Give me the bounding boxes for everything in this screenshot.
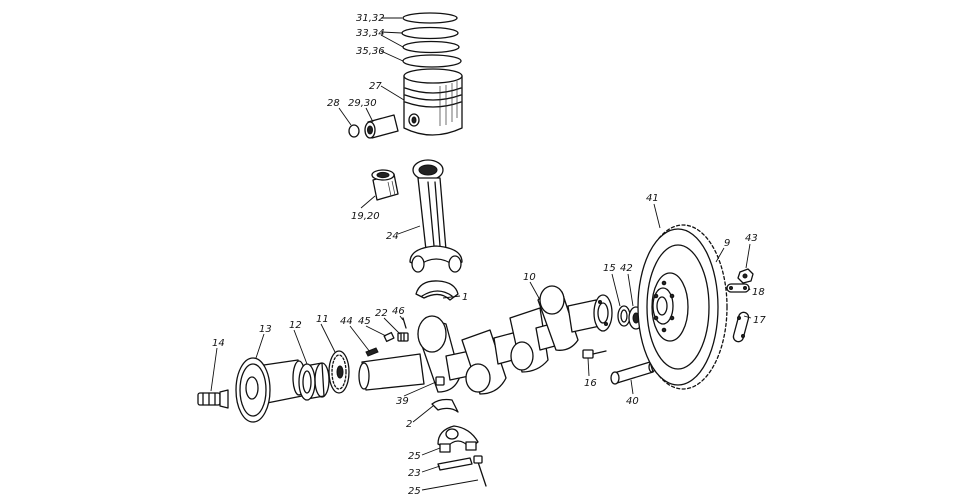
label-24: 24: [386, 231, 399, 242]
label-43: 43: [745, 233, 758, 244]
label-19-20: 19,20: [351, 211, 380, 222]
lock-plate-17: [732, 311, 750, 343]
label-11: 11: [316, 314, 329, 325]
label-27: 27: [369, 81, 382, 92]
lock-washer: [437, 457, 473, 471]
label-10: 10: [523, 272, 536, 283]
label-45: 45: [358, 316, 371, 327]
label-9: 9: [724, 238, 730, 249]
label-2: 2: [406, 419, 412, 430]
label-28: 28: [327, 98, 340, 109]
bearing-shell-upper: [415, 280, 459, 301]
label-42: 42: [620, 263, 633, 274]
oil-seal-ring: [298, 362, 330, 401]
piston-rings: [401, 12, 462, 68]
piston-pin: [364, 114, 399, 139]
timing-gear: [328, 350, 350, 394]
leader-lines: [210, 17, 752, 491]
label-17: 17: [753, 315, 766, 326]
label-22: 22: [375, 308, 388, 319]
label-15: 15: [603, 263, 616, 274]
label-44: 44: [340, 316, 353, 327]
ring-15: [617, 305, 631, 327]
label-40: 40: [626, 396, 639, 407]
label-23: 23: [408, 468, 421, 479]
label-18: 18: [752, 287, 765, 298]
connecting-rod-cap: [437, 425, 479, 453]
label-31-32: 31,32: [356, 13, 385, 24]
lock-plate-18: [726, 283, 750, 293]
label-25-bottom: 25: [408, 486, 421, 497]
label-16: 16: [584, 378, 597, 389]
flywheel-bolt: [582, 349, 607, 359]
label-29-30: 29,30: [348, 98, 377, 109]
piston: [403, 68, 463, 136]
nut: [737, 268, 754, 284]
rod-bolt: [473, 455, 487, 487]
label-12: 12: [289, 320, 302, 331]
bearing-shell-lower: [431, 398, 459, 413]
label-39: 39: [396, 396, 409, 407]
small-end-bushing: [371, 169, 399, 201]
plug-45: [383, 331, 395, 343]
label-13: 13: [259, 324, 272, 335]
label-35-36: 35,36: [356, 46, 385, 57]
plug-22: [397, 332, 409, 342]
label-14: 14: [212, 338, 225, 349]
label-41: 41: [646, 193, 659, 204]
label-46: 46: [392, 306, 405, 317]
crankshaft: [358, 285, 613, 395]
connecting-rod: [409, 159, 463, 273]
crank-pulley: [235, 357, 306, 423]
label-25-top: 25: [408, 451, 421, 462]
flywheel: [637, 224, 728, 390]
dowel-pin: [610, 361, 656, 385]
circlip: [348, 124, 360, 138]
oil-plug: [435, 376, 445, 386]
pin-46: [402, 317, 407, 329]
label-1: 1: [462, 292, 468, 303]
label-33-34: 33,34: [356, 28, 385, 39]
pulley-bolt: [197, 389, 229, 409]
key: [365, 347, 379, 357]
part-labels: 31,32 33,34 35,36 27 28 29,30 19,20 24 1…: [212, 13, 766, 497]
